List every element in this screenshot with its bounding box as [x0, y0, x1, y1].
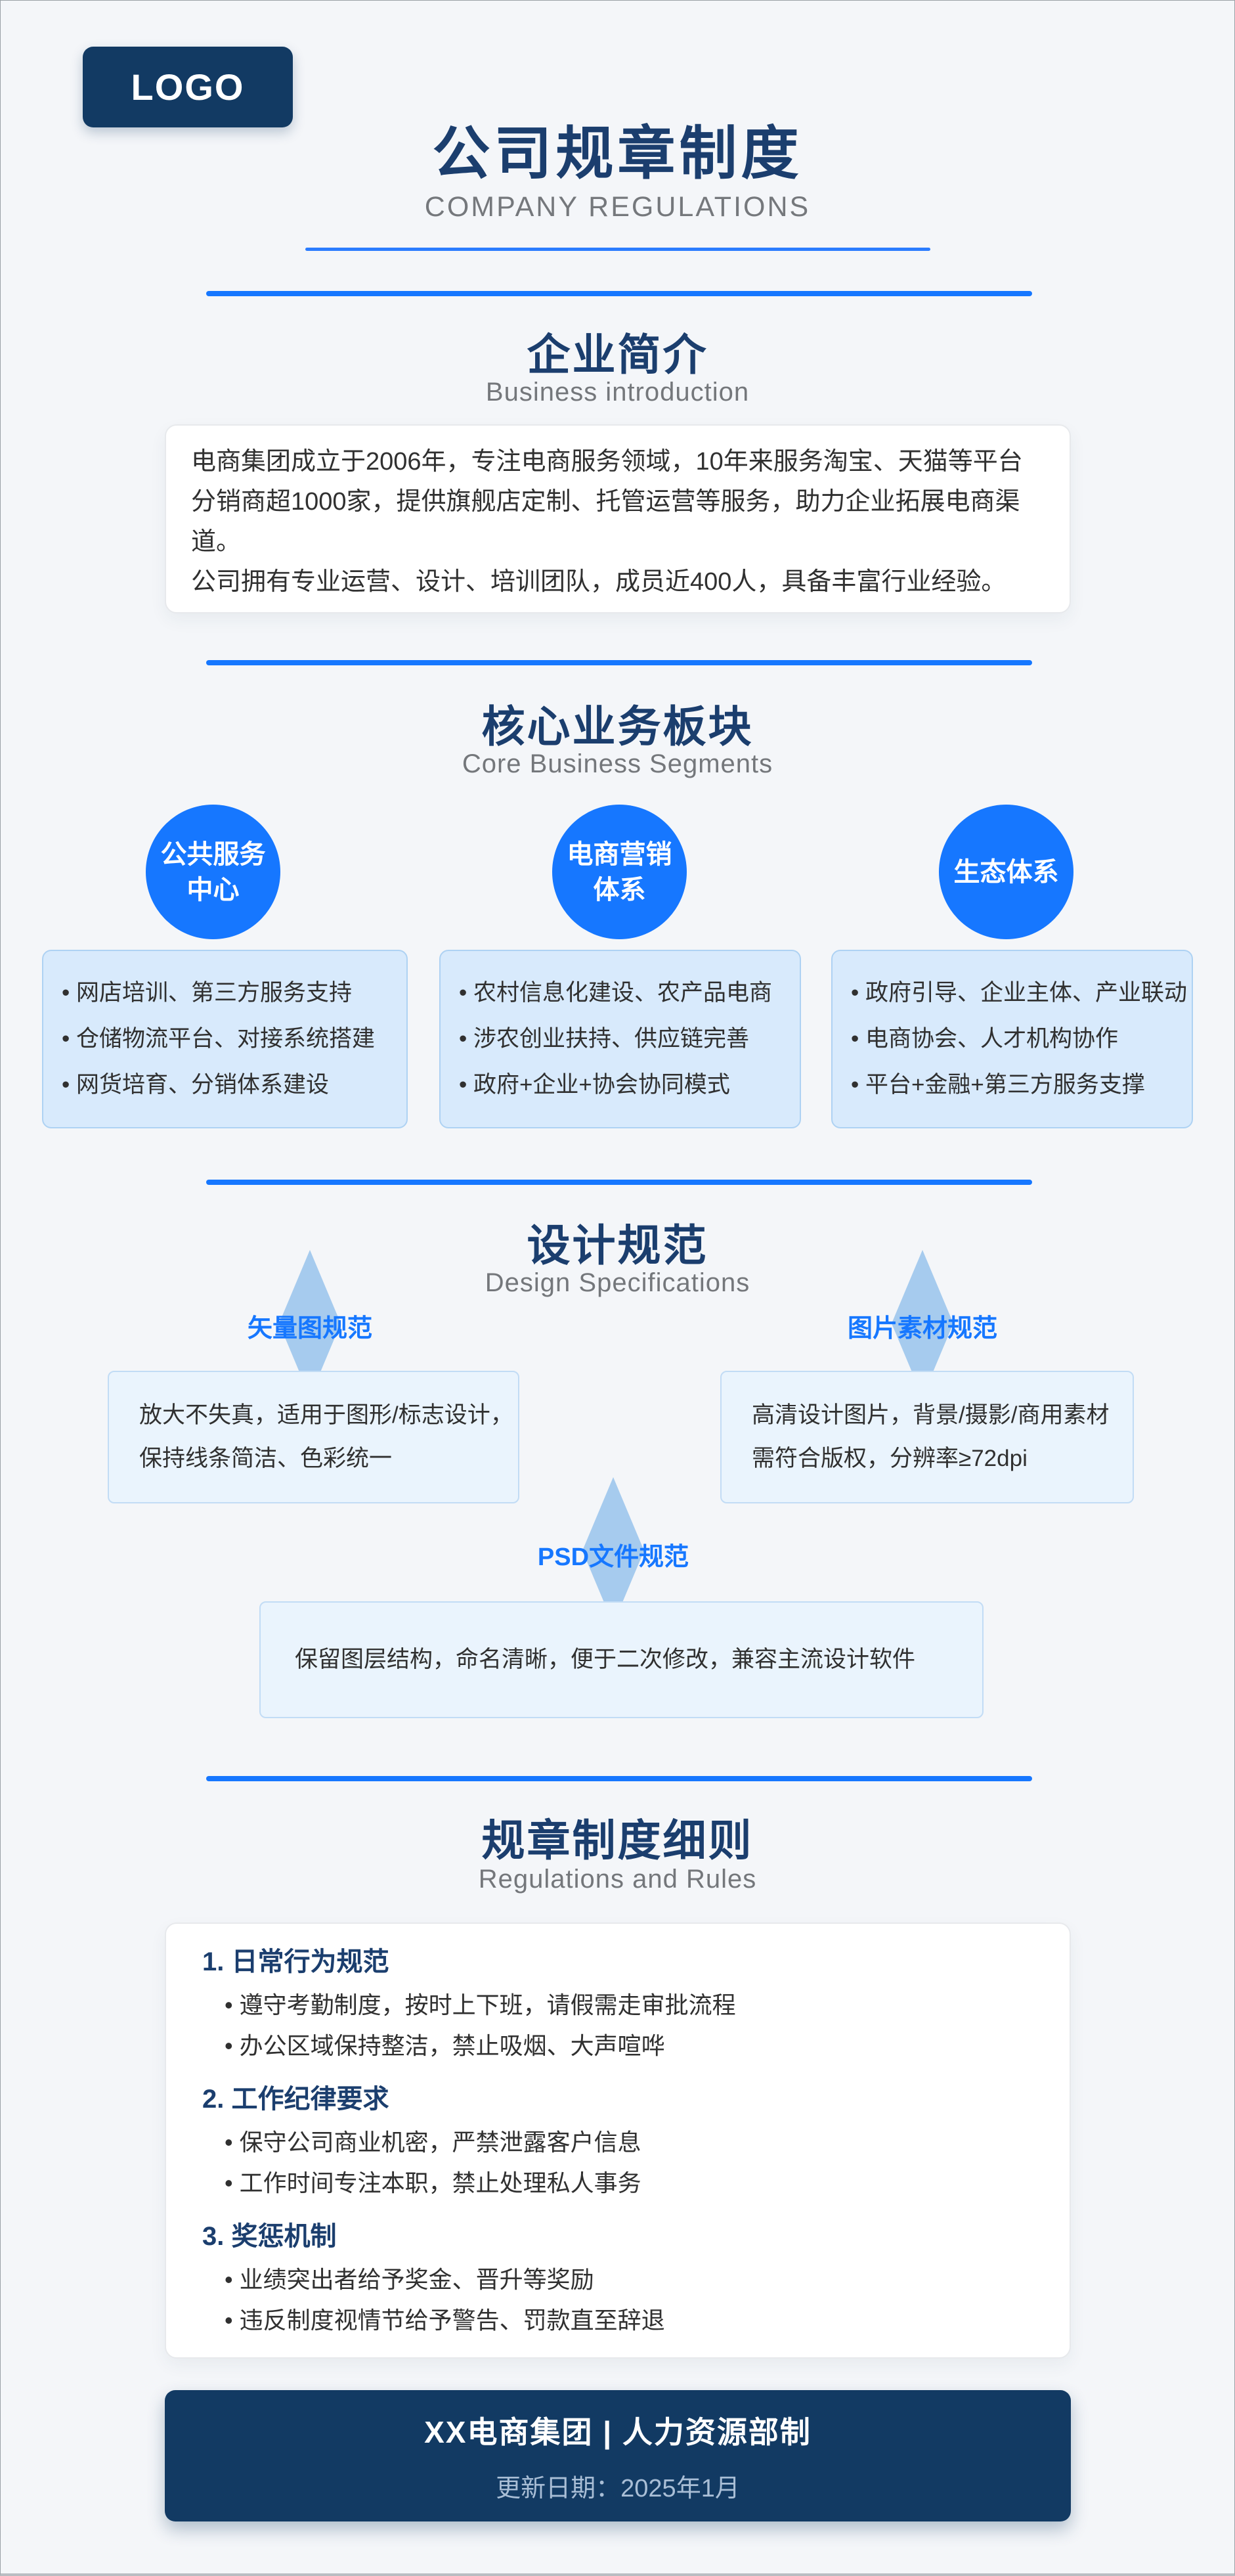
section-divider-design	[206, 1180, 1032, 1185]
rule-heading: 3. 奖惩机制	[202, 2222, 337, 2251]
core-box-bullet: 仓储物流平台、对接系统搭建	[62, 1016, 406, 1062]
core-box-ecosystem: 政府引导、企业主体、产业联动 电商协会、人才机构协作 平台+金融+第三方服务支撑	[831, 950, 1193, 1128]
core-box-bullet: 政府+企业+协会协同模式	[459, 1062, 800, 1108]
design-box-line: 放大不失真，适用于图形/标志设计，	[139, 1402, 513, 1428]
design-box-psd: 保留图层结构，命名清晰，便于二次修改，兼容主流设计软件	[259, 1601, 984, 1718]
circle-label-line: 体系	[593, 875, 646, 904]
section-divider-core	[206, 660, 1032, 665]
section-divider-intro	[206, 291, 1032, 296]
design-title: 设计规范	[527, 1221, 708, 1270]
design-box-vector: 放大不失真，适用于图形/标志设计， 保持线条简洁、色彩统一	[108, 1371, 519, 1503]
core-circle-ecosystem: 生态体系	[939, 805, 1073, 939]
circle-label-line: 电商营销	[567, 839, 672, 869]
intro-text-line: 分销商超1000家，提供旗舰店定制、托管运营等服务，助力企业拓展电商渠道。	[191, 488, 1020, 556]
rules-card: 1. 日常行为规范 遵守考勤制度，按时上下班，请假需走审批流程 办公区域保持整洁…	[165, 1922, 1071, 2359]
circle-label-line: 公共服务	[160, 839, 266, 869]
design-box-image: 高清设计图片，背景/摄影/商用素材 需符合版权，分辨率≥72dpi	[720, 1371, 1134, 1503]
core-circle-ecommerce-marketing: 电商营销 体系	[552, 805, 687, 939]
footer-company-line: XX电商集团 | 人力资源部制	[424, 2414, 812, 2449]
rule-bullet: 业绩突出者给予奖金、晋升等奖励	[202, 2259, 1033, 2300]
design-box-line: 需符合版权，分辨率≥72dpi	[752, 1446, 1028, 1471]
rule-bullet: 遵守考勤制度，按时上下班，请假需走审批流程	[202, 1985, 1033, 2026]
core-circle-public-service: 公共服务 中心	[146, 805, 280, 939]
intro-title: 企业简介	[527, 330, 708, 379]
rule-group-daily-behavior: 1. 日常行为规范 遵守考勤制度，按时上下班，请假需走审批流程 办公区域保持整洁…	[202, 1946, 1033, 2066]
core-box-bullet: 涉农创业扶持、供应链完善	[459, 1016, 800, 1062]
logo-badge: LOGO	[83, 47, 293, 127]
page-title: 公司规章制度	[432, 121, 803, 186]
design-diamond-label-image: 图片素材规范	[847, 1315, 997, 1343]
core-title: 核心业务板块	[481, 702, 754, 751]
design-subtitle: Design Specifications	[485, 1268, 750, 1297]
circle-label-line: 生态体系	[953, 857, 1059, 887]
core-box-public-service: 网店培训、第三方服务支持 仓储物流平台、对接系统搭建 网货培育、分销体系建设	[42, 950, 408, 1128]
core-box-bullet: 网货培育、分销体系建设	[62, 1062, 406, 1108]
circle-label-line: 中心	[186, 875, 240, 904]
intro-text-line: 公司拥有专业运营、设计、培训团队，成员近400人，具备丰富行业经验。	[191, 568, 1007, 596]
intro-card: 电商集团成立于2006年，专注电商服务领域，10年来服务淘宝、天猫等平台 分销商…	[165, 424, 1071, 613]
core-subtitle: Core Business Segments	[462, 749, 773, 778]
section-divider-rules	[206, 1776, 1032, 1781]
design-diamond-label-vector: 矢量图规范	[247, 1315, 372, 1343]
rules-subtitle: Regulations and Rules	[478, 1865, 757, 1894]
core-box-bullet: 农村信息化建设、农产品电商	[459, 970, 800, 1016]
core-box-bullet: 平台+金融+第三方服务支撑	[851, 1062, 1192, 1108]
rule-bullet: 违反制度视情节给予警告、罚款直至辞退	[202, 2300, 1033, 2341]
page-subtitle: COMPANY REGULATIONS	[424, 191, 811, 223]
design-box-line: 高清设计图片，背景/摄影/商用素材	[752, 1402, 1110, 1428]
design-box-line: 保持线条简洁、色彩统一	[139, 1446, 393, 1471]
core-box-bullet: 政府引导、企业主体、产业联动	[851, 970, 1192, 1016]
intro-subtitle: Business introduction	[485, 378, 750, 407]
rule-bullet: 工作时间专注本职，禁止处理私人事务	[202, 2163, 1033, 2204]
header-underline	[305, 248, 930, 251]
footer-banner: XX电商集团 | 人力资源部制 更新日期：2025年1月	[165, 2390, 1071, 2521]
intro-text-line: 电商集团成立于2006年，专注电商服务领域，10年来服务淘宝、天猫等平台	[191, 448, 1023, 476]
design-diamond-label-psd: PSD文件规范	[537, 1543, 689, 1571]
rule-heading: 1. 日常行为规范	[202, 1947, 389, 1976]
design-box-line: 保留图层结构，命名清晰，便于二次修改，兼容主流设计软件	[295, 1647, 916, 1672]
rule-bullet: 保守公司商业机密，严禁泄露客户信息	[202, 2122, 1033, 2163]
footer-update-date: 更新日期：2025年1月	[496, 2474, 740, 2502]
core-box-bullet: 电商协会、人才机构协作	[851, 1016, 1192, 1062]
rules-title: 规章制度细则	[481, 1816, 754, 1865]
rule-heading: 2. 工作纪律要求	[202, 2085, 389, 2114]
rule-bullet: 办公区域保持整洁，禁止吸烟、大声喧哗	[202, 2026, 1033, 2066]
rule-group-reward-punishment: 3. 奖惩机制 业绩突出者给予奖金、晋升等奖励 违反制度视情节给予警告、罚款直至…	[202, 2221, 1033, 2341]
core-box-ecommerce-marketing: 农村信息化建设、农产品电商 涉农创业扶持、供应链完善 政府+企业+协会协同模式	[439, 950, 801, 1128]
core-box-bullet: 网店培训、第三方服务支持	[62, 970, 406, 1016]
rule-group-work-discipline: 2. 工作纪律要求 保守公司商业机密，严禁泄露客户信息 工作时间专注本职，禁止处…	[202, 2083, 1033, 2204]
